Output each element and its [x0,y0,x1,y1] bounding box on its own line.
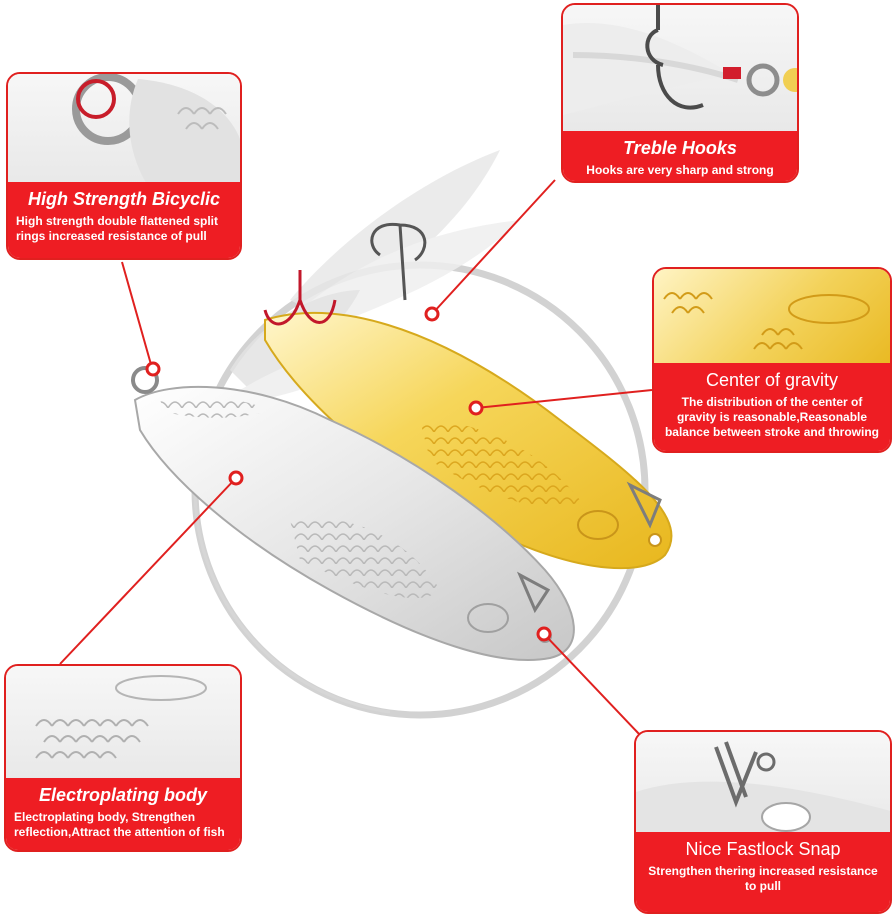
treble-hook-silver [263,270,337,326]
snap-gold [626,481,662,529]
split-ring-silver [131,366,159,394]
callout-treble-photo [563,5,797,135]
treble-hook-gold [370,222,427,301]
callout-bicyclic-band: High Strength Bicyclic High strength dou… [8,182,240,258]
callout-snap-band: Nice Fastlock Snap Strengthen thering in… [636,832,890,912]
callout-electro-photo [6,666,240,782]
silver-scales-closeup [35,675,207,759]
feather-tuft-gold [290,150,520,330]
snap-closeup [636,741,890,836]
callout-snap-description: Strengthen thering increased resistance … [648,864,878,893]
callout-bicyclic-title: High Strength Bicyclic [27,189,221,209]
callout-snap-title: Nice Fastlock Snap [685,839,841,859]
callout-bicyclic: High Strength Bicyclic High strength dou… [6,72,242,260]
callout-treble: Treble Hooks Hooks are very sharp and st… [561,3,799,183]
gold-scales-closeup [663,292,870,350]
callout-bicyclic-description: High strength double flattened split rin… [16,214,218,243]
callout-snap: Nice Fastlock Snap Strengthen thering in… [634,730,892,914]
callout-gravity-title: Center of gravity [705,370,839,390]
gold-spoon [264,312,673,570]
callout-electro-band: Electroplating body Electroplating body,… [6,778,240,850]
split-ring-closeup [72,74,240,186]
callout-gravity: Center of gravity The distribution of th… [652,267,892,453]
callout-bicyclic-photo [8,74,240,186]
callout-electro-description: Electroplating body, Strengthen reflecti… [14,810,225,839]
callout-treble-band: Treble Hooks Hooks are very sharp and st… [563,131,797,181]
callout-treble-description: Hooks are very sharp and strong [586,163,774,177]
snap-silver [516,571,551,614]
callout-electro-title: Electroplating body [38,785,207,805]
silver-spoon [133,385,575,661]
callout-gravity-photo [654,269,890,367]
connector-lines [59,179,653,736]
callout-gravity-band: Center of gravity The distribution of th… [654,363,890,451]
callout-gravity-description: The distribution of the center of gravit… [664,395,880,439]
callout-electro: Electroplating body Electroplating body,… [4,664,242,852]
callout-snap-photo [636,732,890,836]
callout-treble-title: Treble Hooks [623,138,737,158]
connector-dots [145,306,552,642]
treble-hook-closeup [563,5,797,115]
